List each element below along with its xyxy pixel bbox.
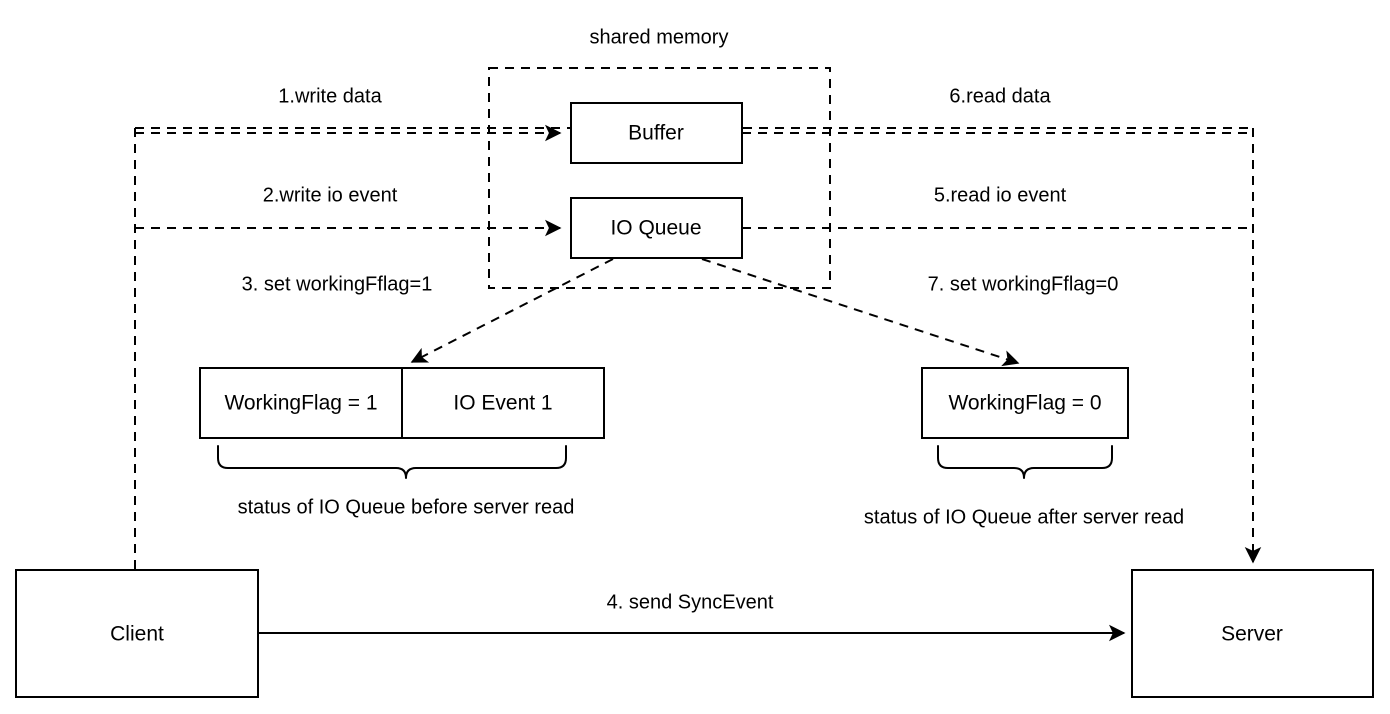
buffer-node (570, 102, 743, 164)
after-state-box (921, 367, 1129, 439)
before-state-brace (217, 445, 567, 479)
buffer-node-label: Buffer (628, 122, 684, 145)
io-queue-to-before-state-arrow (410, 258, 614, 363)
shared-memory-title: shared memory (590, 26, 729, 48)
io-queue-node (570, 197, 743, 259)
io-queue-to-after-state-arrow (701, 258, 1020, 367)
flow-label-step3: 3. set workingFflag=1 (242, 273, 433, 295)
server-node-label: Server (1221, 623, 1283, 646)
working-flag-1-label: WorkingFlag = 1 (224, 392, 377, 415)
flow-label-step1: 1.write data (278, 85, 382, 107)
client-node-label: Client (110, 623, 164, 646)
flow-label-step2: 2.write io event (263, 184, 398, 206)
after-state-brace (937, 445, 1113, 479)
io-queue-node-label: IO Queue (610, 217, 701, 240)
before-state-caption: status of IO Queue before server read (238, 496, 575, 518)
flow-label-step7: 7. set workingFflag=0 (928, 273, 1119, 295)
flow-label-step5: 5.read io event (934, 184, 1067, 206)
client-node (15, 569, 259, 698)
working-flag-0-label: WorkingFlag = 0 (948, 392, 1101, 415)
after-state-caption: status of IO Queue after server read (864, 506, 1184, 528)
flow-label-step6: 6.read data (949, 85, 1051, 107)
server-node (1131, 569, 1374, 698)
io-event-1-label: IO Event 1 (453, 392, 552, 415)
shared-memory-container (488, 67, 831, 289)
flow-label-step4: 4. send SyncEvent (607, 591, 774, 613)
